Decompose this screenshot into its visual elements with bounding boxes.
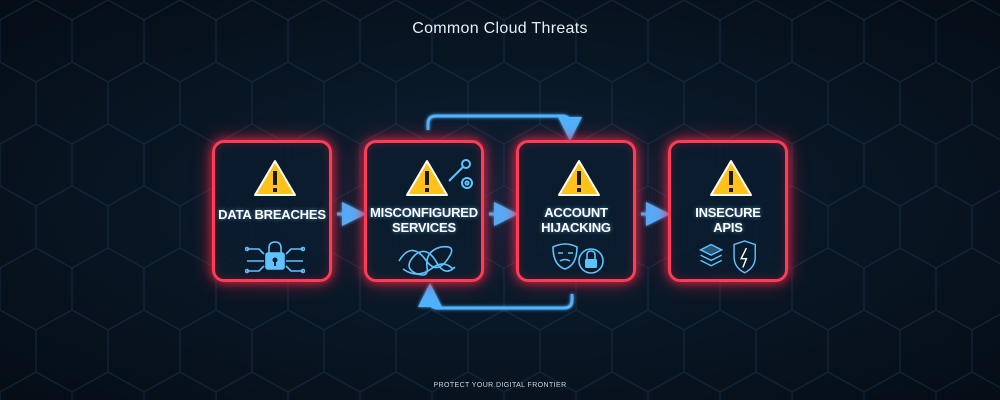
threat-card-misconfigured-services: MISCONFIGURED SERVICES bbox=[364, 140, 484, 282]
warning-icon bbox=[254, 160, 296, 196]
threat-label: DATA BREACHES bbox=[218, 207, 326, 222]
threat-card-insecure-apis: INSECURE APIS bbox=[668, 140, 788, 282]
warning-icon bbox=[558, 160, 600, 196]
loop-arrow-top bbox=[426, 114, 582, 141]
warning-icon bbox=[710, 160, 752, 196]
threat-label: INSECURE APIS bbox=[695, 205, 761, 235]
diagram-title: Common Cloud Threats bbox=[412, 20, 588, 37]
warning-icon bbox=[406, 160, 448, 196]
threat-label: MISCONFIGURED SERVICES bbox=[370, 205, 478, 235]
tangled-wire-icon bbox=[398, 245, 456, 276]
loop-arrow-bottom bbox=[418, 283, 574, 310]
wrench-gear-icon bbox=[448, 159, 473, 189]
lock-circuit-icon bbox=[245, 241, 305, 274]
threat-label: ACCOUNT HIJACKING bbox=[541, 205, 611, 235]
footer-tagline: PROTECT YOUR DIGITAL FRONTIER bbox=[433, 382, 567, 389]
threat-card-data-breaches: DATA BREACHES bbox=[212, 140, 332, 282]
threat-card-account-hijacking: ACCOUNT HIJACKING bbox=[516, 140, 636, 282]
mask-lock-icon bbox=[552, 243, 604, 274]
layers-shield-icon bbox=[698, 240, 756, 274]
